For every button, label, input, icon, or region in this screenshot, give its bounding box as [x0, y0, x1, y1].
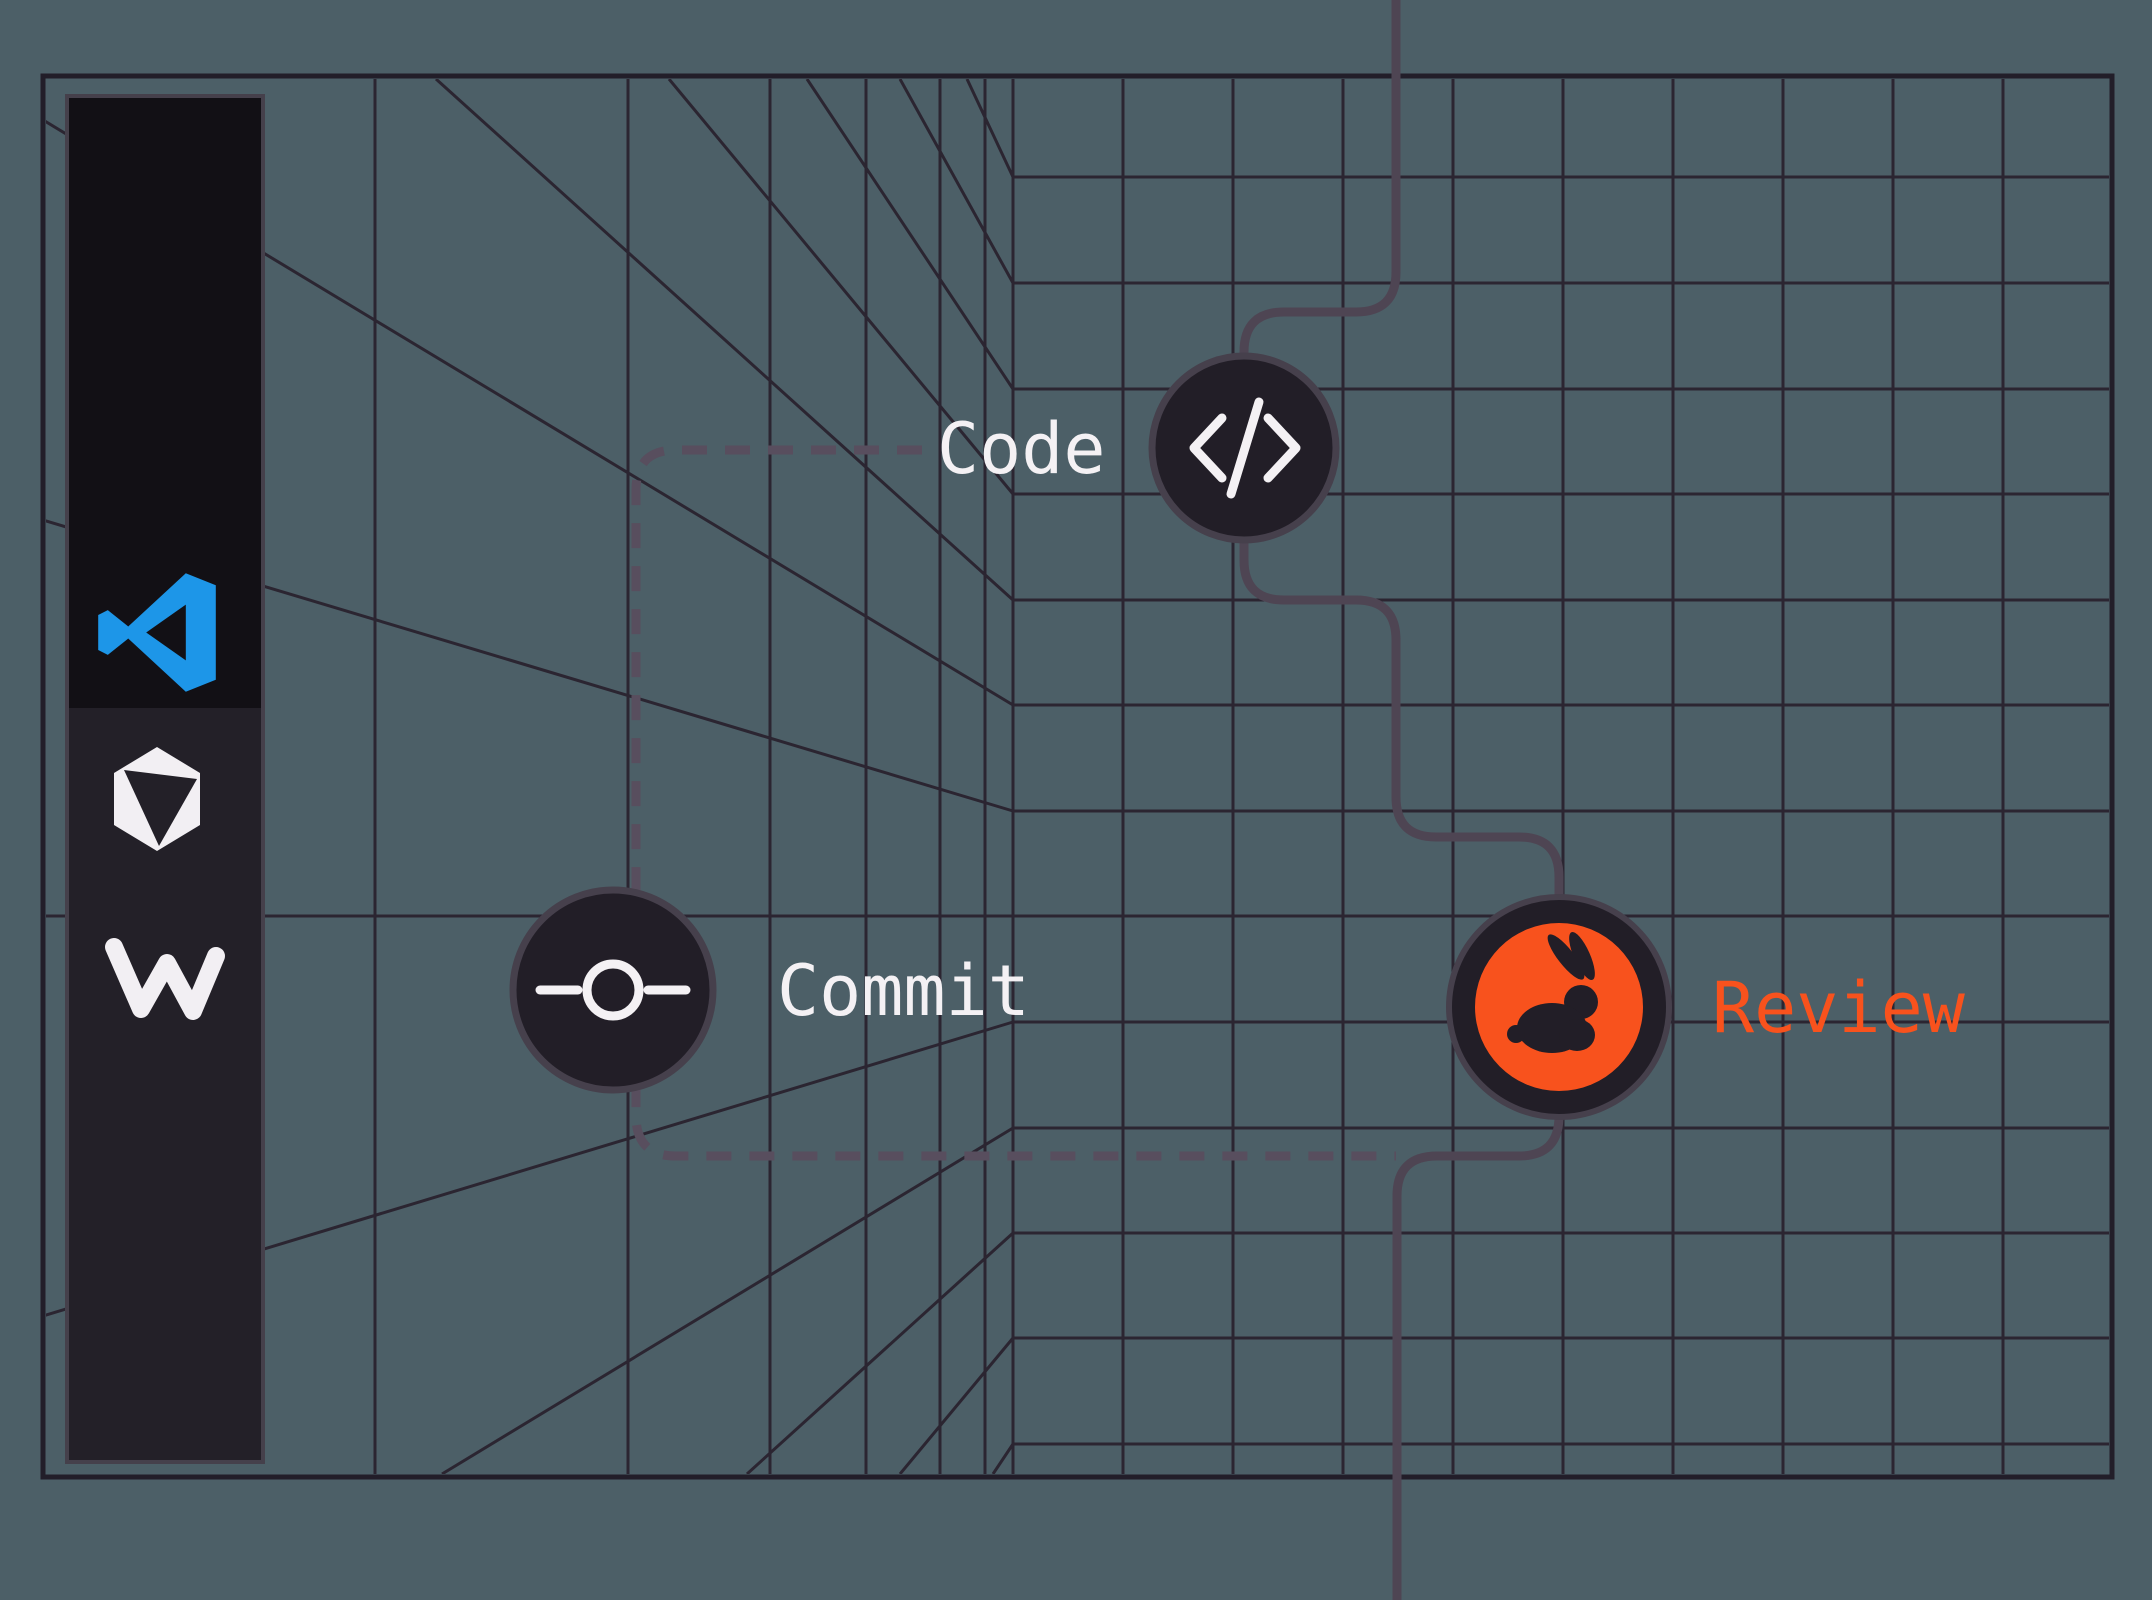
windsurf-icon — [105, 938, 225, 1020]
git-commit-icon — [535, 959, 691, 1021]
code-tag-icon — [1189, 397, 1301, 499]
commit-node-label: Commit — [777, 950, 1030, 1032]
coderabbit-rabbit-icon — [1507, 932, 1598, 1053]
pipeline-path — [1239, 0, 1564, 1600]
review-node-label: Review — [1712, 967, 1966, 1049]
dashed-loop-path — [631, 445, 1396, 1161]
vscode-icon — [98, 573, 216, 692]
frame-border — [40, 73, 2115, 1480]
code-node — [1148, 352, 1340, 544]
commit-node — [509, 886, 717, 1094]
editor-sidebar — [65, 94, 265, 1464]
cursor-icon — [114, 747, 200, 851]
review-node — [1446, 894, 1672, 1120]
code-node-label: Code — [937, 408, 1106, 490]
